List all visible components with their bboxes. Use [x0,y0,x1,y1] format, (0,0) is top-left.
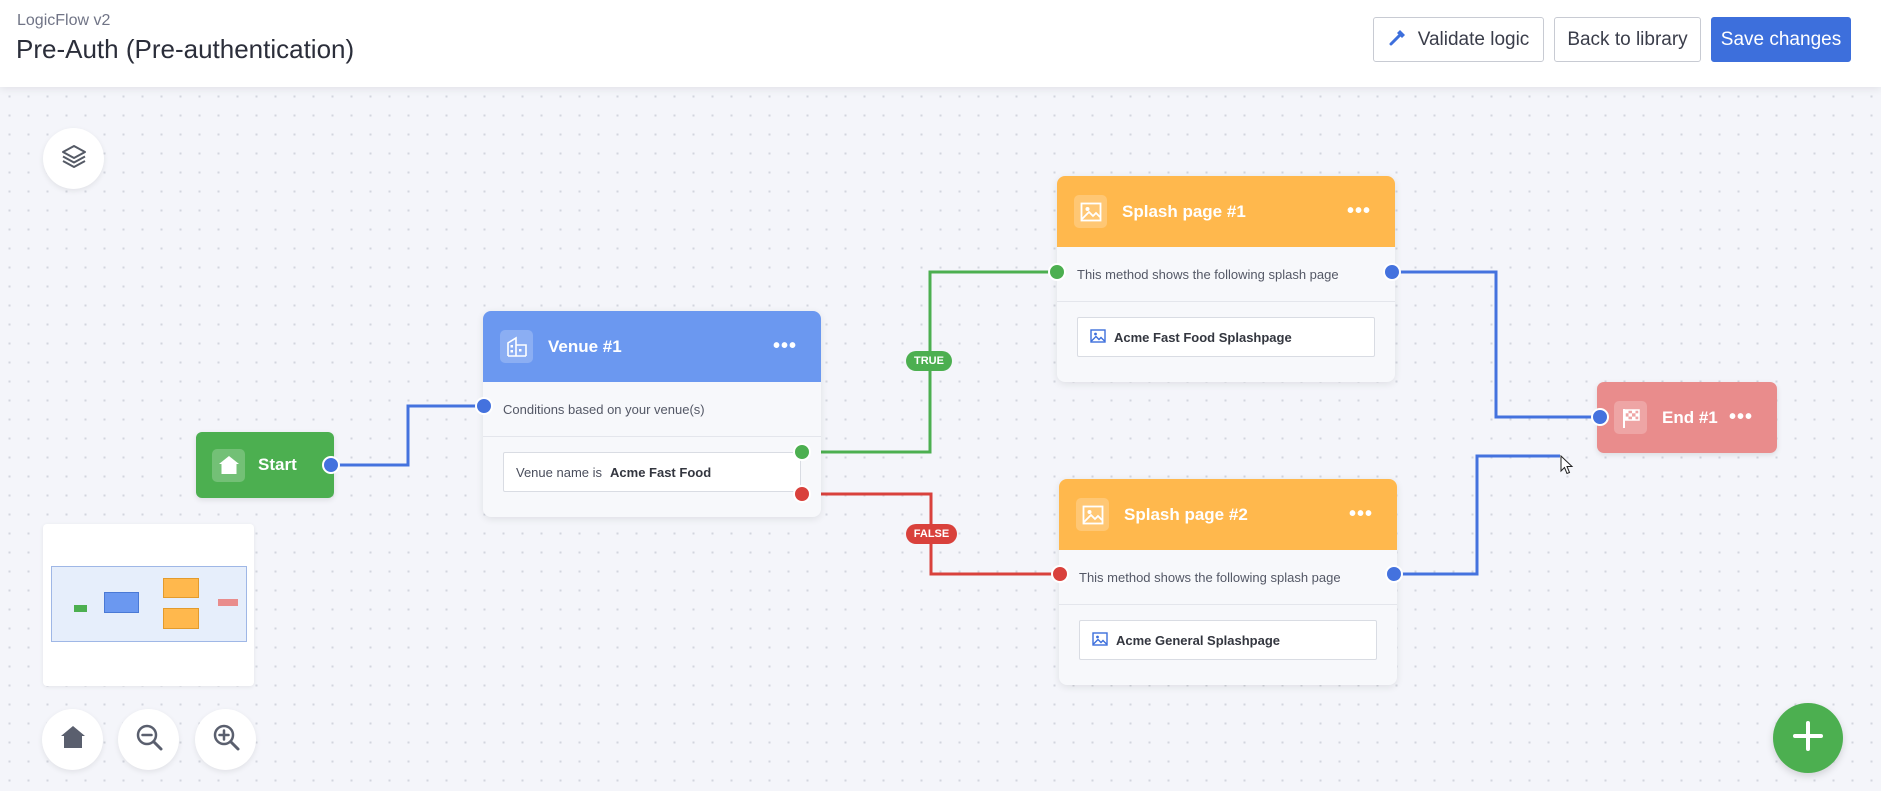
zoom-out-button[interactable] [118,709,179,770]
start-output-port[interactable] [322,456,340,474]
layers-button[interactable] [43,128,104,189]
image-icon [1074,195,1107,228]
venue-node-menu-button[interactable]: ••• [772,335,797,357]
venue-node[interactable]: Venue #1 ••• Conditions based on your ve… [483,311,821,517]
wand-icon [1388,27,1408,53]
venue-true-output-port[interactable] [793,443,811,461]
wire-splash1-to-end [1392,270,1600,419]
false-branch-label: FALSE [906,524,957,544]
validate-logic-label: Validate logic [1417,28,1530,50]
splash-page-2-title: Splash page #2 [1124,504,1248,524]
splash-page-1-page-name: Acme Fast Food Splashpage [1114,329,1292,345]
splash-page-1-field[interactable]: Acme Fast Food Splashpage [1077,317,1375,357]
splash-page-2-input-port[interactable] [1051,565,1069,583]
splash-page-1-header[interactable]: Splash page #1 ••• [1057,176,1395,247]
zoom-in-icon [211,722,241,757]
image-icon [1090,328,1106,347]
zoom-out-icon [134,722,164,757]
top-header: LogicFlow v2 Pre-Auth (Pre-authenticatio… [0,0,1881,87]
venue-condition-field[interactable]: Venue name is Acme Fast Food [503,452,801,492]
add-node-button[interactable] [1773,703,1843,773]
splash-page-1-input-port[interactable] [1048,263,1066,281]
minimap-venue-node [104,592,139,613]
end-node-menu-button[interactable]: ••• [1728,406,1753,428]
checkered-flag-icon [1614,401,1647,434]
validate-logic-button[interactable]: Validate logic [1373,17,1544,62]
back-to-library-button[interactable]: Back to library [1554,17,1701,62]
zoom-in-button[interactable] [195,709,256,770]
app-name: LogicFlow v2 [17,12,111,29]
splash-page-1-description: This method shows the following splash p… [1057,247,1395,302]
minimap-splash1-node [163,578,199,598]
end-node-title: End #1 [1662,407,1718,427]
start-node[interactable]: Start [196,432,334,498]
splash-page-2-description: This method shows the following splash p… [1059,550,1397,605]
start-node-label: Start [258,455,297,474]
venue-node-description: Conditions based on your venue(s) [483,382,821,437]
save-changes-button[interactable]: Save changes [1711,17,1851,62]
wire-start-to-venue [331,404,484,467]
fit-view-button[interactable] [42,709,103,770]
splash-page-2-node[interactable]: Splash page #2 ••• This method shows the… [1059,479,1397,685]
image-icon [1092,631,1108,650]
splash-page-2-page-name: Acme General Splashpage [1116,632,1281,648]
minimap-end-node [218,599,238,606]
splash-page-1-node[interactable]: Splash page #1 ••• This method shows the… [1057,176,1395,382]
venue-condition-prefix: Venue name is [516,464,603,480]
layers-icon [60,142,88,175]
plus-icon [1791,719,1825,758]
venue-condition-value: Acme Fast Food [610,464,712,480]
minimap-viewport[interactable] [51,566,247,642]
venue-false-output-port[interactable] [793,485,811,503]
splash-page-1-output-port[interactable] [1383,263,1401,281]
splash-page-2-menu-button[interactable]: ••• [1348,503,1373,525]
home-icon [59,723,87,756]
venue-node-title: Venue #1 [548,336,622,356]
venue-building-icon [500,330,533,363]
end-input-port[interactable] [1591,408,1609,426]
splash-page-2-output-port[interactable] [1385,565,1403,583]
minimap-splash2-node [163,608,199,629]
minimap-start-node [74,605,87,612]
splash-page-2-field[interactable]: Acme General Splashpage [1079,620,1377,660]
splash-page-2-header[interactable]: Splash page #2 ••• [1059,479,1397,550]
splash-page-1-menu-button[interactable]: ••• [1346,200,1371,222]
splash-page-1-title: Splash page #1 [1122,201,1246,221]
wire-splash2-to-end [1394,454,1560,576]
true-branch-label: TRUE [906,351,952,371]
end-node[interactable]: End #1 ••• [1597,382,1777,453]
home-icon [212,448,245,482]
flow-canvas[interactable] [0,87,1881,791]
mouse-cursor-icon [1560,454,1574,480]
page-title: Pre-Auth (Pre-authentication) [16,34,355,64]
minimap[interactable] [43,524,254,686]
venue-input-port[interactable] [475,397,493,415]
venue-node-header[interactable]: Venue #1 ••• [483,311,821,382]
image-icon [1076,498,1109,531]
